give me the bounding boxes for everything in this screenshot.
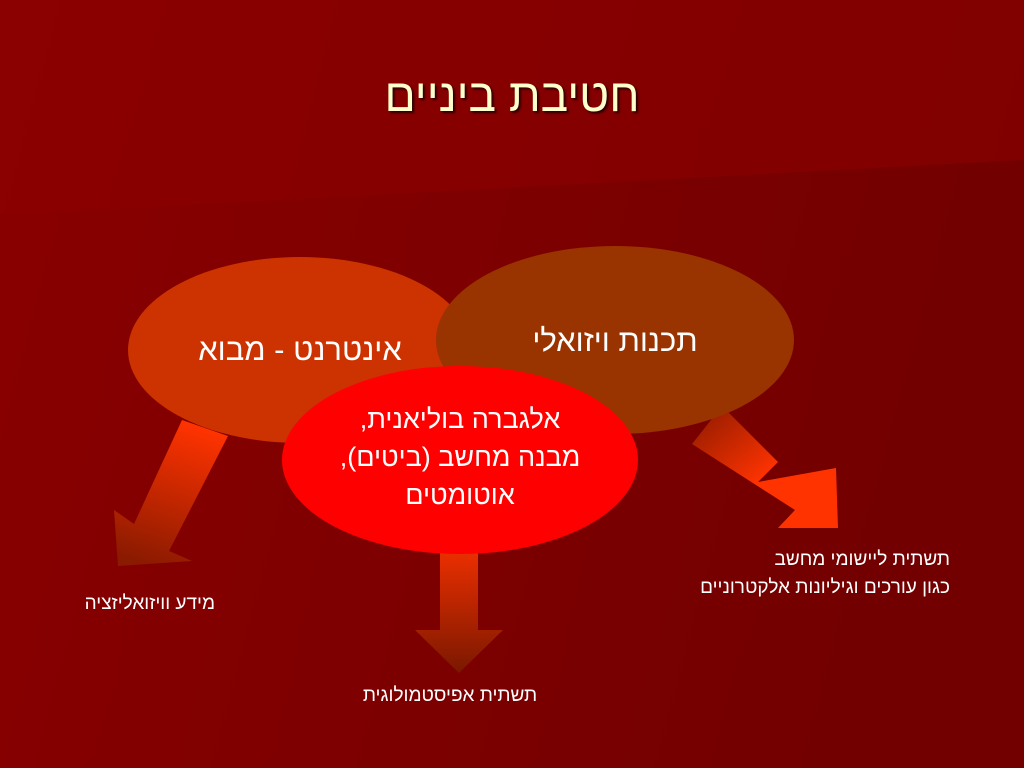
arrow-to-left-caption bbox=[114, 420, 228, 566]
center-topics-ellipse bbox=[282, 366, 638, 554]
slide-title: חטיבת ביניים bbox=[384, 69, 640, 121]
arrow-to-bottom-caption bbox=[415, 530, 503, 673]
arrow-to-right-caption bbox=[692, 406, 838, 528]
center-topics-line-3: אוטומטים bbox=[405, 480, 515, 510]
information-visualization-caption: מידע וויזואליזציה bbox=[84, 593, 215, 614]
center-topics-line-1: אלגברה בוליאנית, bbox=[359, 404, 561, 434]
visual-programming-label: תכנות ויזואלי bbox=[532, 323, 698, 358]
computer-applications-caption-line-2: כגון עורכים וגיליונות אלקטרוניים bbox=[700, 577, 950, 598]
computer-applications-caption-line-1: תשתית ליישומי מחשב bbox=[774, 549, 950, 570]
computer-applications-caption: תשתית ליישומי מחשב כגון עורכים וגיליונות… bbox=[600, 546, 950, 602]
center-topics-line-2: מבנה מחשב (ביטים), bbox=[339, 442, 581, 472]
center-topics-label: אלגברה בוליאנית, מבנה מחשב (ביטים), אוטו… bbox=[290, 400, 630, 514]
epistemological-infrastructure-caption: תשתית אפיסטמולוגית bbox=[362, 685, 538, 706]
background-upper-band bbox=[0, 0, 1024, 215]
internet-intro-label: אינטרנט - מבוא bbox=[198, 332, 402, 367]
